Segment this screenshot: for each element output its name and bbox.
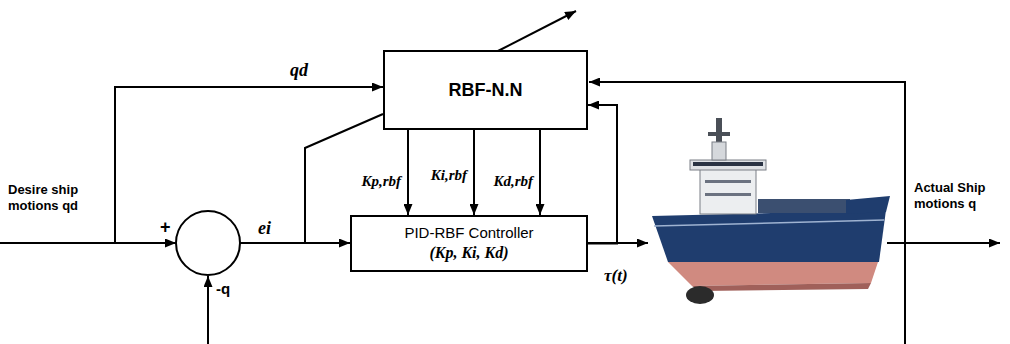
- ship-bow: [846, 196, 890, 214]
- gain-label: Kp,rbf: [360, 172, 402, 190]
- feedback-down: [904, 243, 906, 344]
- signal-name: ei: [258, 218, 271, 240]
- signal-arrow: [539, 130, 541, 215]
- bridge-windows: [693, 162, 763, 166]
- ship-buoy: [686, 286, 714, 304]
- bridge-deck: [690, 160, 766, 170]
- signal-arrow: [588, 105, 617, 244]
- feedback-up: [207, 276, 209, 344]
- signal-arrow: [473, 130, 475, 215]
- error-line: [240, 242, 350, 244]
- deck-windows: [705, 180, 751, 183]
- sign-label: +: [160, 217, 171, 239]
- signal-name: τ(t): [604, 266, 628, 286]
- input-label: Desire ship motions qd: [8, 182, 106, 213]
- hull-stripe: [654, 220, 884, 226]
- feedback-to-rbf: [589, 82, 905, 243]
- input-line: [0, 242, 176, 244]
- ship-keel: [692, 283, 871, 291]
- mast-house: [712, 142, 726, 160]
- block-title: PID-RBF Controller: [404, 224, 533, 243]
- mast-platform: [708, 132, 730, 136]
- gain-label: Kd,rbf: [492, 172, 534, 190]
- rbf-network-box: RBF-N.N: [383, 50, 588, 130]
- output-label: Actual Ship motions q: [914, 180, 1006, 211]
- signal-name: qd: [290, 60, 308, 82]
- ship-hull: [652, 210, 886, 262]
- output-line: [887, 242, 1000, 244]
- adaptation-arrow: [496, 11, 576, 52]
- summing-junction: [176, 211, 240, 275]
- superstructure: [700, 168, 756, 214]
- cargo-hatch: [758, 199, 850, 213]
- gain-list: (Kp, Ki, Kd): [429, 243, 508, 263]
- controller-box: PID-RBF Controller(Kp, Ki, Kd): [350, 215, 588, 272]
- gain-label: Ki,rbf: [430, 166, 468, 184]
- block-title: RBF-N.N: [449, 79, 523, 102]
- deck-windows: [705, 193, 751, 196]
- sign-label: -q: [216, 280, 230, 298]
- reference-branch: [115, 87, 383, 243]
- ship-illustration: [652, 118, 890, 304]
- signal-arrow: [407, 130, 409, 215]
- ship-bottom: [668, 262, 878, 286]
